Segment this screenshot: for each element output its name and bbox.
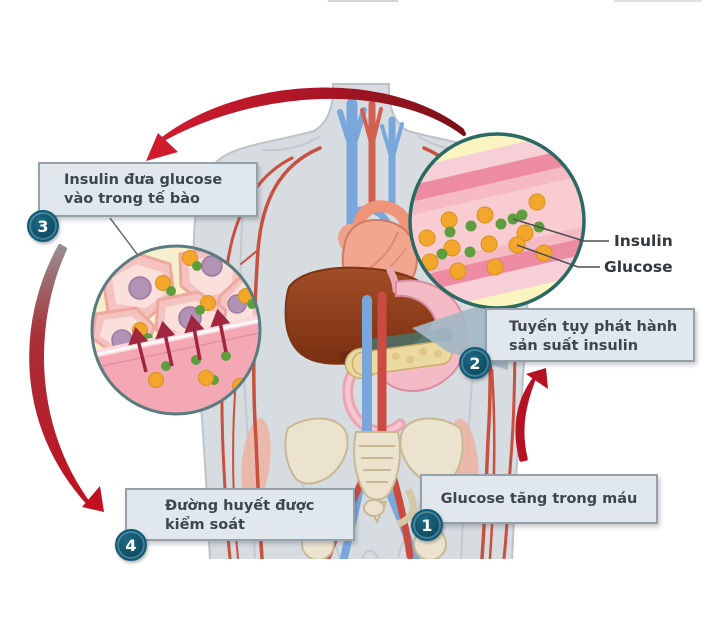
glucose-label: Glucose [604, 258, 673, 276]
arrow-top [146, 87, 466, 161]
glucose-dots [418, 193, 553, 280]
pointer-lines [109, 217, 609, 268]
top-edge-artifacts [328, 0, 702, 2]
step-1-badge: 1 [411, 509, 443, 541]
callout3-pointer-line [109, 217, 138, 255]
arrow-right-up [515, 368, 548, 462]
callout-step-2: Tuyến tụy phát hành sản suất insulin [485, 308, 695, 362]
callout-step-3: Insulin đưa glucose vào trong tế bào [38, 162, 258, 217]
step-3-badge: 3 [27, 210, 59, 242]
callout-step-1: Glucose tăng trong máu [420, 474, 658, 524]
step-1-number: 1 [421, 515, 433, 535]
callout-step-3-label: Insulin đưa glucose vào trong tế bào [64, 172, 223, 207]
step-4-badge: 4 [115, 529, 147, 561]
arrow-left [29, 244, 104, 512]
cycle-arrows [29, 87, 548, 512]
step-2-number: 2 [469, 353, 481, 373]
glucose-pointer-line [516, 244, 600, 268]
callout-step-1-label: Glucose tăng trong máu [440, 490, 638, 507]
callout-step-4-label: Đường huyết được kiểm soát [165, 498, 315, 533]
step-4-number: 4 [125, 535, 137, 555]
insulin-label: Insulin [614, 232, 673, 250]
insulin-pointer-line [512, 218, 609, 242]
vessel-inset [408, 132, 586, 310]
uptake-arrows [128, 308, 231, 373]
callout-step-2-label: Tuyến tụy phát hành sản suất insulin [509, 319, 678, 354]
step-3-number: 3 [37, 216, 49, 236]
callout-step-4: Đường huyết được kiểm soát [125, 488, 355, 541]
step-2-badge: 2 [459, 347, 491, 379]
